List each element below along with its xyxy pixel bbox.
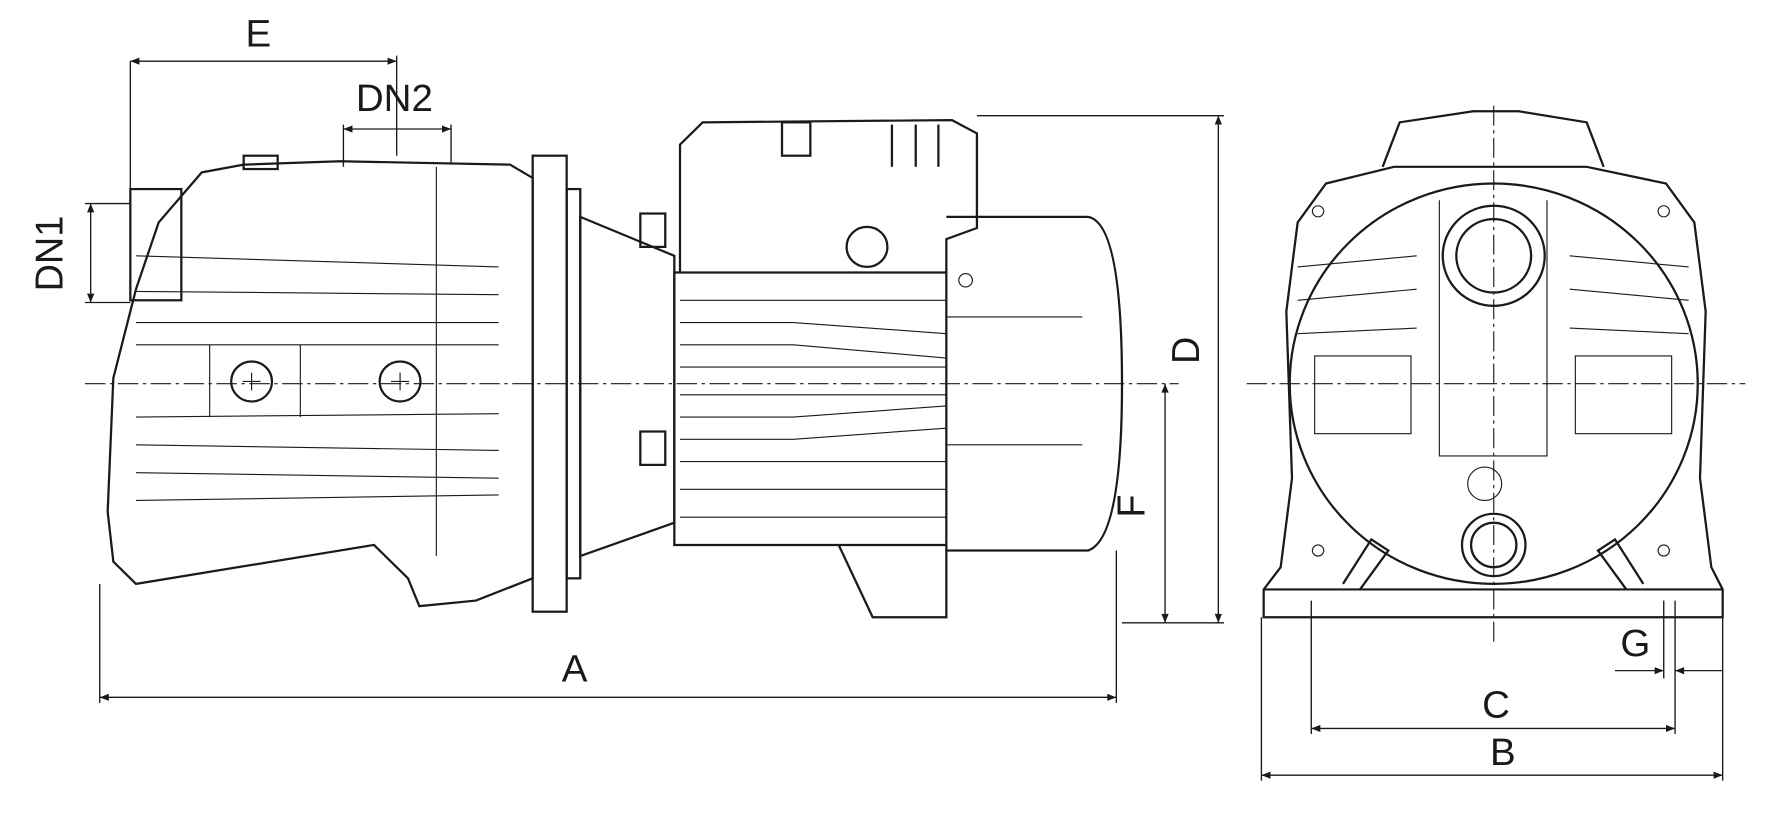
- dim-label-d: D: [1165, 337, 1208, 364]
- dim-label-a: A: [562, 648, 588, 691]
- dim-label-g: G: [1620, 622, 1650, 665]
- dim-label-dn2: DN2: [356, 78, 433, 121]
- pump-housing: [106, 154, 676, 613]
- screw-icon: [230, 360, 274, 403]
- cable-gland-icon: [845, 225, 889, 269]
- dim-label-e: E: [246, 13, 272, 56]
- dim-label-c: C: [1482, 684, 1510, 727]
- dim-label-b: B: [1490, 731, 1516, 774]
- dim-label-dn1: DN1: [28, 216, 71, 292]
- motor: [673, 118, 1124, 619]
- ground-icon: [958, 273, 973, 288]
- rotation-arrow-icon: [1467, 466, 1503, 502]
- front-view: C B G: [1246, 105, 1746, 781]
- dim-label-f: F: [1110, 494, 1153, 517]
- side-view: E DN2 DN1 D F A: [28, 13, 1224, 703]
- screw-icon: [378, 360, 422, 403]
